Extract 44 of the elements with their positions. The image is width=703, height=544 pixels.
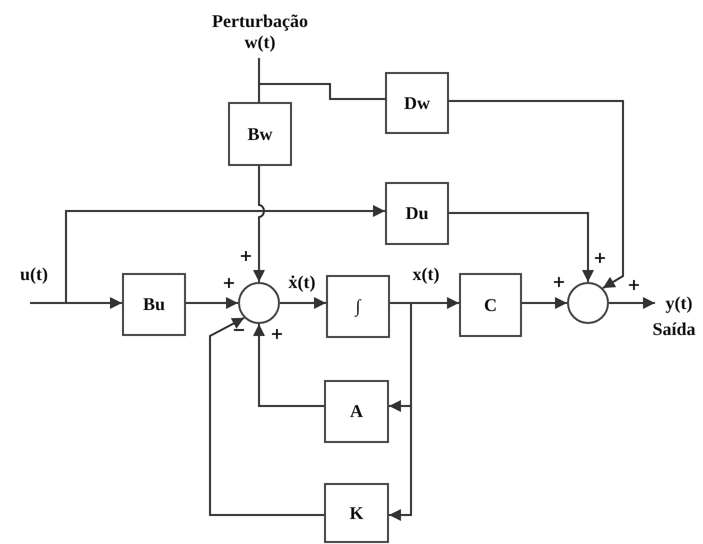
block-box xyxy=(326,275,390,338)
arrow xyxy=(449,212,594,282)
block-label: Dw xyxy=(404,92,430,114)
signal-line xyxy=(258,58,385,100)
sign-label: − xyxy=(232,322,246,338)
arrow xyxy=(30,205,385,304)
sign-label: + xyxy=(593,250,607,266)
arrow xyxy=(609,297,655,309)
arrow xyxy=(186,297,238,309)
arrow xyxy=(253,166,266,282)
sign-label: + xyxy=(552,274,566,290)
sign-label: + xyxy=(222,275,236,291)
sign-label: + xyxy=(627,277,641,293)
arrow xyxy=(449,100,624,289)
block-label: A xyxy=(350,401,363,422)
signal-label: u(t) xyxy=(20,264,48,285)
arrow xyxy=(253,324,324,407)
block-label: Bw xyxy=(247,124,272,144)
signal-label: Saída xyxy=(652,320,696,338)
block-label: Du xyxy=(405,203,428,224)
signal-label: ẋ(t) xyxy=(288,273,316,291)
block-box xyxy=(228,102,292,166)
arrow xyxy=(209,316,324,516)
arrow xyxy=(389,302,412,521)
block-box xyxy=(459,273,522,337)
block-box xyxy=(385,182,449,245)
block-box xyxy=(324,380,389,443)
block-label: Bu xyxy=(142,294,166,315)
block-box xyxy=(324,483,389,543)
signal-label: x(t) xyxy=(412,265,440,283)
summing-junction xyxy=(238,282,280,324)
sign-label: + xyxy=(239,248,253,264)
arrow xyxy=(280,297,326,309)
signal-label: Perturbação xyxy=(212,11,308,32)
block-label: ∫ xyxy=(356,296,360,317)
block-box xyxy=(385,72,449,134)
summing-junction xyxy=(567,282,609,324)
sign-label: + xyxy=(270,326,284,342)
block-label: C xyxy=(484,294,497,316)
signal-label: y(t) xyxy=(666,292,692,314)
block-label: K xyxy=(349,502,364,524)
block-box xyxy=(122,273,186,336)
arrow xyxy=(522,297,567,309)
signal-label: w(t) xyxy=(244,32,276,53)
